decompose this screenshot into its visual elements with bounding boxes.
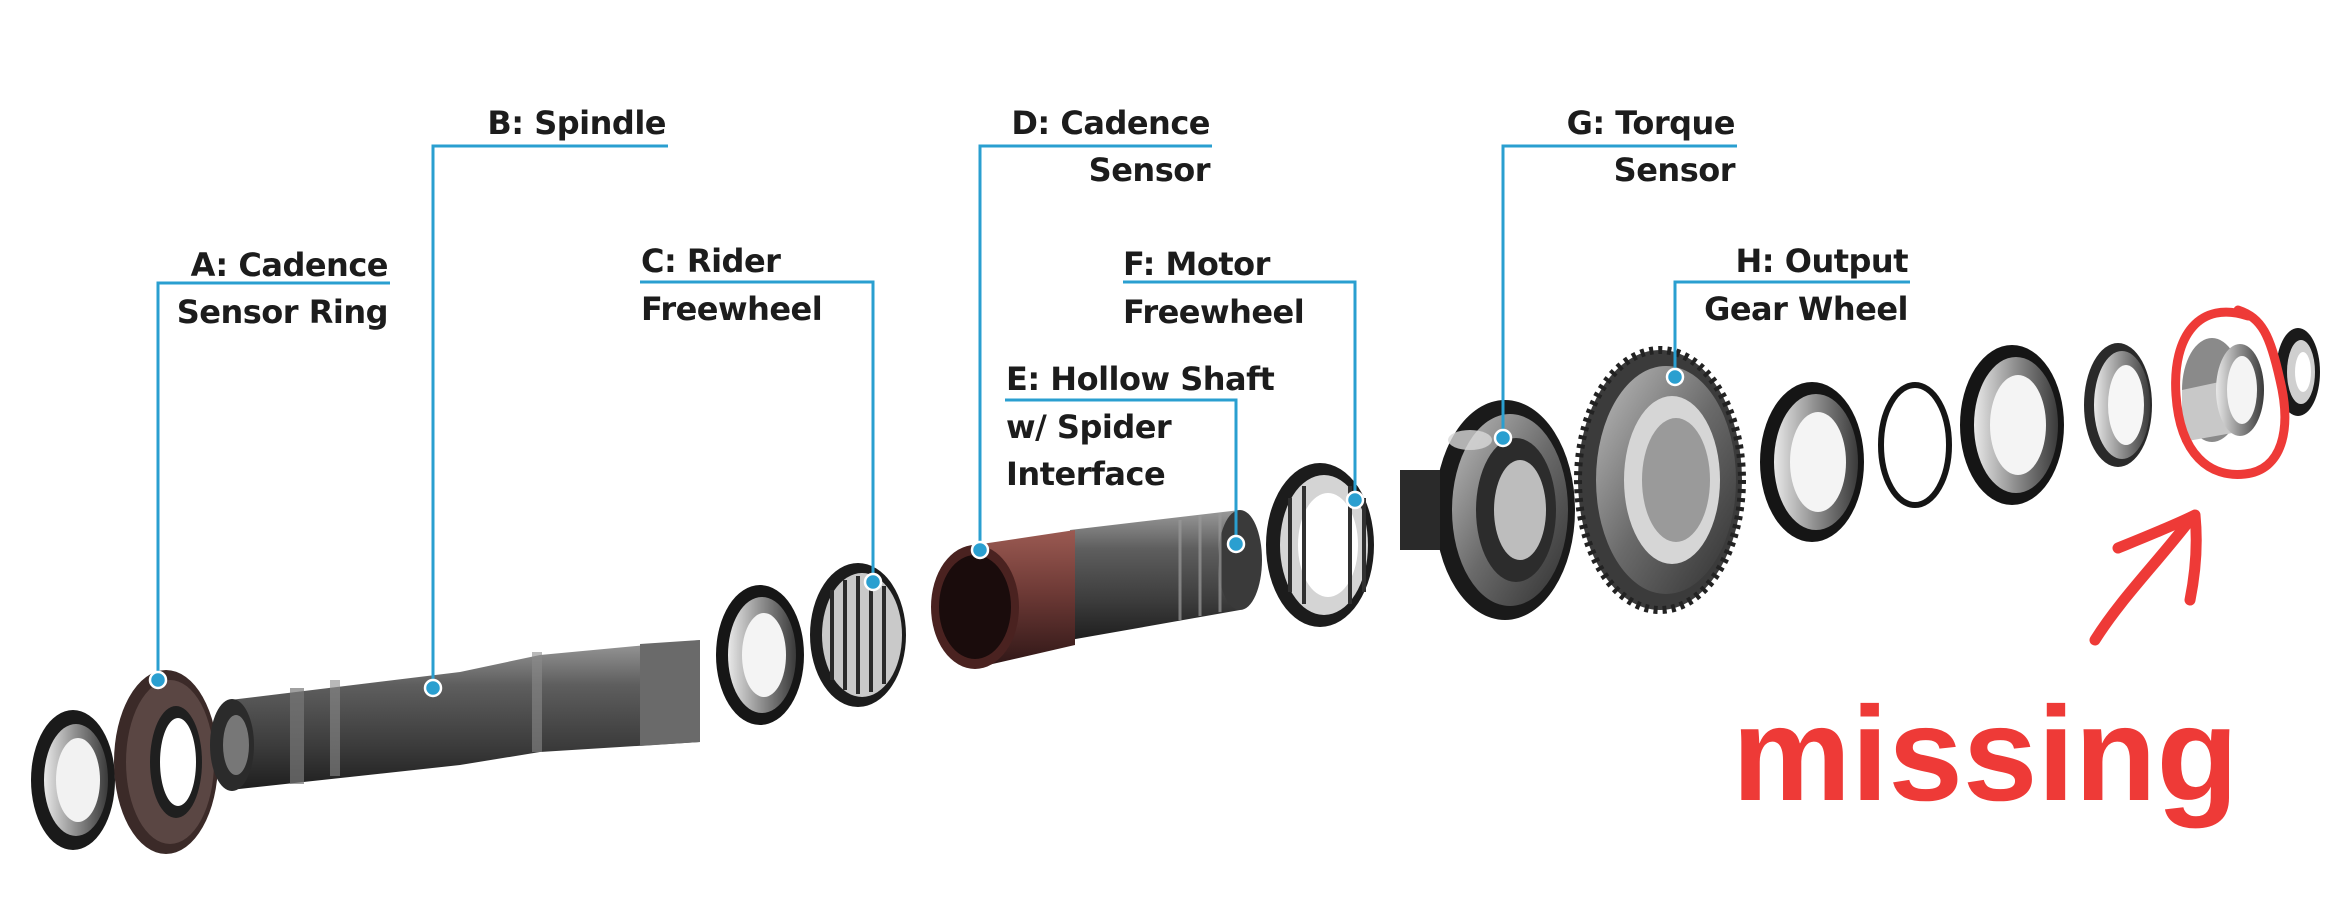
label-g: G: Torque Sensor — [1567, 104, 1737, 189]
rider-freewheel-part — [810, 563, 906, 707]
label-h-line2: Gear Wheel — [1704, 290, 1908, 328]
annotation-arrow — [2089, 514, 2196, 646]
output-gear-wheel-part — [1574, 346, 1746, 614]
spindle-bearing — [716, 585, 804, 725]
spindle-part — [210, 640, 700, 791]
leader-line-c — [640, 280, 883, 592]
label-c: C: Rider Freewheel — [641, 242, 823, 328]
label-a-line2: Sensor Ring — [177, 293, 388, 331]
hollow-shaft-part — [1070, 510, 1262, 640]
output-bearing-2 — [1960, 345, 2064, 505]
missing-spacer-part — [2182, 338, 2264, 442]
label-c-line2: Freewheel — [641, 290, 822, 328]
label-g-line2: Sensor — [1614, 151, 1736, 189]
label-g-line1: G: Torque — [1567, 104, 1735, 142]
annotation-circle — [2171, 305, 2290, 479]
bearing-race — [2084, 343, 2152, 467]
output-bearing-1 — [1760, 382, 1864, 542]
missing-annotation: missing — [1732, 305, 2290, 829]
cadence-sensor-ring-part — [114, 670, 218, 854]
label-d-line2: Sensor — [1089, 151, 1211, 189]
leader-line-e — [1005, 398, 1246, 554]
label-h: H: Output Gear Wheel — [1704, 242, 1909, 328]
motor-freewheel-part — [1266, 463, 1374, 627]
leader-line-f — [1123, 280, 1365, 510]
left-bearing — [31, 710, 115, 850]
torque-sensor-part — [1400, 400, 1575, 620]
label-b-line1: B: Spindle — [487, 104, 666, 142]
leader-line-h — [1665, 280, 1910, 387]
leader-line-g — [1493, 144, 1737, 448]
label-b: B: Spindle — [487, 104, 666, 142]
leader-line-b — [423, 144, 668, 698]
label-d-line1: D: Cadence — [1011, 104, 1210, 142]
label-e-line2: w/ Spider — [1006, 408, 1172, 446]
leader-line-d — [970, 144, 1212, 560]
label-d: D: Cadence Sensor — [1011, 104, 1211, 189]
leader-line-a — [148, 281, 390, 690]
label-e-line1: E: Hollow Shaft — [1006, 360, 1275, 398]
circlip — [1878, 382, 1952, 508]
cadence-sensor-part — [931, 530, 1075, 669]
label-c-line1: C: Rider — [641, 242, 781, 280]
label-a-line1: A: Cadence — [191, 246, 388, 284]
label-e-line3: Interface — [1006, 455, 1165, 493]
label-f: F: Motor Freewheel — [1123, 245, 1305, 331]
label-e: E: Hollow Shaft w/ Spider Interface — [1006, 360, 1275, 493]
label-h-line1: H: Output — [1736, 242, 1909, 280]
label-f-line2: Freewheel — [1123, 293, 1304, 331]
missing-label: missing — [1732, 680, 2238, 829]
annotation-arrowhead — [2112, 509, 2202, 606]
label-f-line1: F: Motor — [1123, 245, 1271, 283]
label-a: A: Cadence Sensor Ring — [177, 246, 389, 331]
